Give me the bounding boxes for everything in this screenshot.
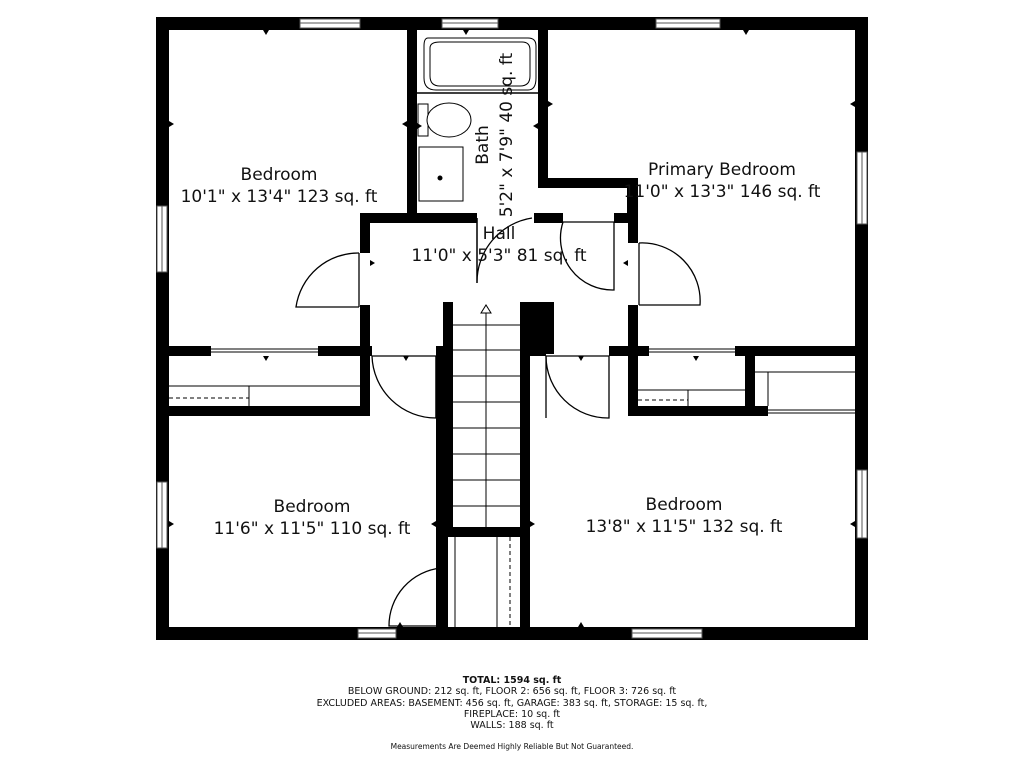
room-name-primary-bedroom: Primary Bedroom <box>648 160 796 180</box>
interior-walls <box>169 30 855 627</box>
room-name-bedroom-nw: Bedroom <box>241 165 318 185</box>
doors <box>295 217 701 627</box>
area-totals: TOTAL: 1594 sq. ft BELOW GROUND: 212 sq.… <box>0 675 1024 731</box>
room-name-bath: Bath <box>473 125 493 165</box>
floor-areas: BELOW GROUND: 212 sq. ft, FLOOR 2: 656 s… <box>347 686 677 698</box>
room-dims-bedroom-nw: 10'1" x 13'4" 123 sq. ft <box>181 187 378 207</box>
door-swing <box>296 252 359 307</box>
stairs <box>453 304 520 527</box>
total-area: TOTAL: 1594 sq. ft <box>462 675 562 686</box>
dimension-ticks <box>169 30 855 627</box>
stair-arrow-icon <box>480 304 492 314</box>
room-dims-primary-bedroom: 11'0" x 13'3" 146 sq. ft <box>624 182 821 202</box>
sink-icon <box>418 146 464 202</box>
fireplace-area: FIREPLACE: 10 sq. ft <box>463 708 561 720</box>
walls-area: WALLS: 188 sq. ft <box>470 720 554 732</box>
room-dims-hall: 11'0" x 5'3" 81 sq. ft <box>411 246 587 266</box>
closets <box>169 348 855 627</box>
disclaimer: Measurements Are Deemed Highly Reliable … <box>390 742 634 751</box>
floor-plan: Bedroom 10'1" x 13'4" 123 sq. ft Bath 5'… <box>156 17 868 640</box>
room-name-bedroom-se: Bedroom <box>646 495 723 515</box>
room-name-bedroom-sw: Bedroom <box>274 497 351 517</box>
room-dims-bath: 5'2" x 7'9" 40 sq. ft <box>497 52 517 217</box>
room-dims-bedroom-se: 13'8" x 11'5" 132 sq. ft <box>586 517 783 537</box>
room-name-hall: Hall <box>483 224 516 244</box>
excluded-areas: EXCLUDED AREAS: BASEMENT: 456 sq. ft, GA… <box>316 697 708 709</box>
room-dims-bedroom-sw: 11'6" x 11'5" 110 sq. ft <box>214 519 411 539</box>
bath-fixtures <box>417 37 538 202</box>
